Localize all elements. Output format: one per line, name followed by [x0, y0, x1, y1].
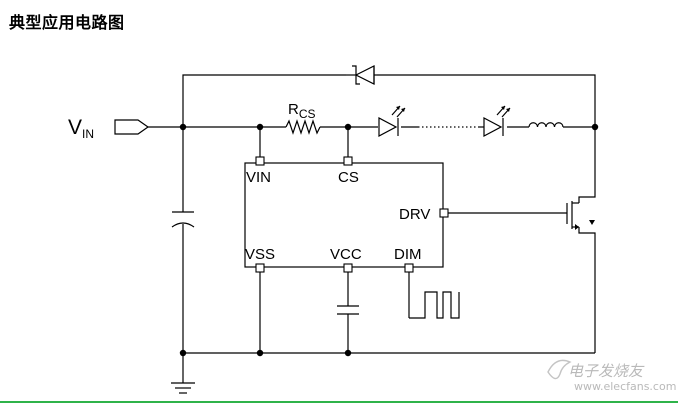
- input-capacitor-icon: [171, 211, 195, 228]
- ic-pin-vin: [255, 156, 265, 166]
- pwm-waveform-icon: [409, 291, 460, 319]
- ic-pin-drv: [439, 208, 449, 218]
- ic-pin-vss: [255, 263, 265, 273]
- mosfet-icon: [566, 201, 595, 230]
- resistor-icon: [285, 119, 321, 135]
- ic-pin-label-drv: DRV: [399, 206, 430, 223]
- wire-top-right: [377, 74, 596, 127]
- ic-body: [244, 162, 444, 268]
- led-icon: [378, 105, 406, 137]
- ic-pin-dim: [404, 263, 414, 273]
- vin-label: VIN: [68, 116, 94, 141]
- junction-dot: [344, 349, 352, 357]
- ground-icon: [171, 382, 195, 394]
- wire-top-left: [182, 74, 346, 127]
- wire-source: [578, 227, 596, 353]
- watermark-url: www.elecfans.com: [574, 380, 676, 393]
- junctions: [179, 123, 599, 357]
- inductor-icon: [528, 122, 564, 128]
- junction-dot: [591, 123, 599, 131]
- page-title: 典型应用电路图: [9, 13, 125, 32]
- watermark-cn: 电子发烧友: [568, 362, 645, 380]
- vcc-capacitor-icon: [337, 305, 359, 315]
- ic-pin-label-vin: VIN: [246, 169, 271, 186]
- junction-dot: [344, 123, 352, 131]
- vin-connector-icon: [114, 119, 150, 135]
- watermark-logo-icon: [547, 359, 572, 380]
- led-icon: [483, 105, 511, 137]
- ic-pin-label-vss: VSS: [245, 246, 275, 263]
- ic-pin-label-cs: CS: [338, 169, 359, 186]
- ic-pin-vcc: [343, 263, 353, 273]
- ic-pin-label-vcc: VCC: [330, 246, 362, 263]
- junction-dot: [179, 349, 187, 357]
- junction-dot: [256, 123, 264, 131]
- watermark-logo: 电子发烧友 www.elecfans.com: [547, 359, 676, 393]
- junction-dot: [256, 349, 264, 357]
- resistor-label: RCS: [288, 101, 316, 121]
- ic-pin-label-dim: DIM: [394, 246, 422, 263]
- junction-dot: [179, 123, 187, 131]
- wire-drain: [578, 127, 596, 203]
- schottky-diode-icon: [346, 65, 377, 85]
- ic-pin-cs: [343, 156, 353, 166]
